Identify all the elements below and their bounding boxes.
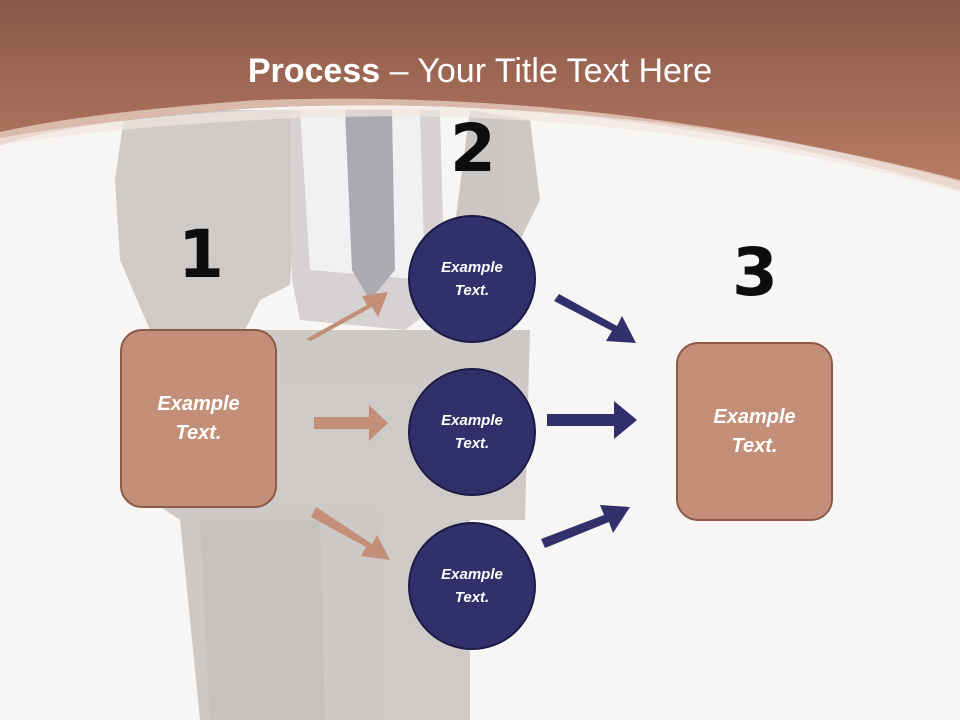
step-2-circle-2: Example Text. <box>408 368 536 496</box>
circle-1-label: Example Text. <box>441 259 503 299</box>
step-2-number: 2 <box>450 110 496 187</box>
circle-3-label: Example Text. <box>441 566 503 606</box>
step-3-box: Example Text. <box>676 342 833 521</box>
left-arrows <box>306 292 390 560</box>
page-title: Process – Your Title Text Here <box>0 52 960 91</box>
arrow-down-right-right <box>554 294 636 343</box>
step-3-number: 3 <box>732 234 778 311</box>
step-1-number: 1 <box>178 216 224 293</box>
arrow-right-left <box>314 405 388 441</box>
title-rest: – Your Title Text Here <box>380 52 713 90</box>
title-bold: Process <box>247 52 381 90</box>
arrow-right-right <box>547 401 637 439</box>
step-2-circle-1: Example Text. <box>408 215 536 343</box>
circle-2-label: Example Text. <box>441 412 503 452</box>
arrow-up-right-right <box>541 505 630 548</box>
header-band <box>0 0 960 190</box>
right-arrows <box>541 294 637 548</box>
arrow-up-right-left <box>306 292 388 341</box>
arrow-down-right-left <box>311 507 390 560</box>
step-3-label: Example Text. <box>713 405 796 457</box>
step-1-label: Example Text. <box>157 392 240 444</box>
step-2-circle-3: Example Text. <box>408 522 536 650</box>
step-1-box: Example Text. <box>120 329 277 508</box>
